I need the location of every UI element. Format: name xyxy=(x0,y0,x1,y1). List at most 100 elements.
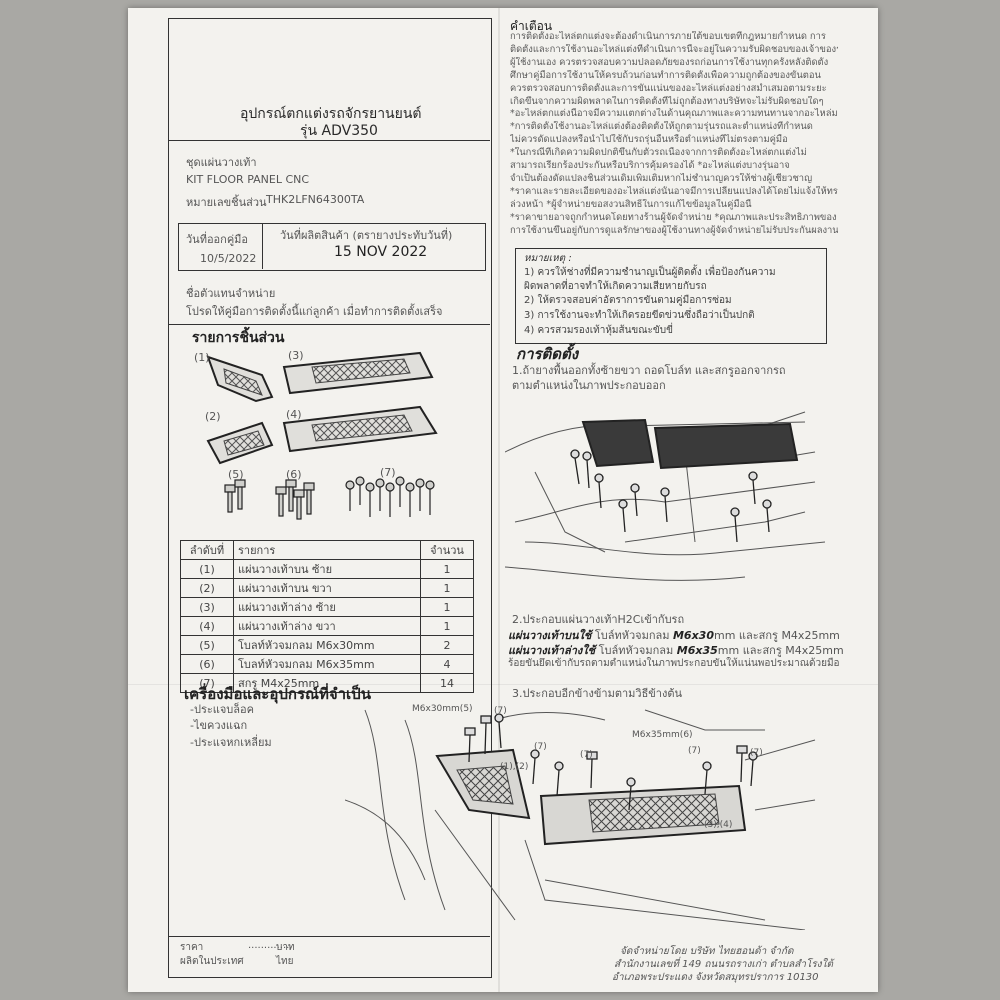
instruction-sheet xyxy=(128,8,878,992)
distributor-line: สำนักงานเลขที่ 149 ถนนรถรางเก่า ตำบลสำโร… xyxy=(614,959,833,970)
bolt-group-5 xyxy=(224,479,246,513)
step1-text: ตามตำแหน่งในภาพประกอบออก xyxy=(512,379,666,392)
screw-group-7 xyxy=(345,476,435,517)
step2-upper: แผ่นวางเท้าบนใช้ โบล์ทหัวจมกลม M6x30mm แ… xyxy=(508,626,840,644)
step2-lower-spec: M6x35 xyxy=(676,644,718,657)
row-qty: 1 xyxy=(420,578,474,598)
warning-line: เกิดขึ้นจากความผิดพลาดในการติดตั้งที่ไม่… xyxy=(510,95,824,107)
header-divider xyxy=(168,140,490,141)
warning-line: ติดตั้งและการใช้งานอะไหล่แต่งที่ดำเนินกา… xyxy=(510,43,838,55)
price-dots: .............. xyxy=(248,940,293,951)
row-no: (4) xyxy=(180,616,234,636)
product-title: อุปกรณ์ตกแต่งรถจักรยานยนต์ xyxy=(240,106,422,122)
dealer-divider xyxy=(168,324,490,325)
part-label-1: (1) xyxy=(194,351,210,364)
warning-line: การใช้งานขึ้นอยู่กับการดูแลรักษาของผู้ใช… xyxy=(510,224,838,236)
part-label-3: (3) xyxy=(288,349,304,362)
step2-upper-spec: M6x30 xyxy=(672,629,714,642)
row-item: แผ่นวางเท้าบน ขวา xyxy=(233,578,421,598)
notes-title: หมายเหตุ : xyxy=(524,253,572,264)
warning-line: ผู้ใช้งานเอง ควรตรวจสอบความปลอดภัยของรถก… xyxy=(510,56,829,68)
parts-section-title: รายการชิ้นส่วน xyxy=(192,330,285,346)
left-panel-border xyxy=(168,18,492,978)
note-item: 4) ควรสวมรองเท้าหุ้มส้นขณะขับขี่ xyxy=(524,325,673,336)
row-no: (1) xyxy=(180,559,234,579)
warning-line: *อะไหล่ตกแต่งนี้อาจมีความแตกต่างในด้านคุ… xyxy=(510,108,838,120)
warning-line: สามารถเรียกร้องประกันหรือบริการคุ้มครองไ… xyxy=(510,160,790,172)
row-item: แผ่นวางเท้าล่าง ขวา xyxy=(233,616,421,636)
kit-name: KIT FLOOR PANEL CNC xyxy=(186,173,310,186)
distributor-line: จัดจำหน่ายโดย บริษัท ไทยฮอนด้า จำกัด xyxy=(620,946,794,957)
tools-title: เครื่องมือและอุปกรณ์ที่จำเป็น xyxy=(184,685,371,703)
step2-text: 2.ประกอบแผ่นวางเท้าH2Cเข้ากับรถ xyxy=(512,613,685,626)
warning-line: ศึกษาคู่มือการใช้งานให้ครบถ้วนก่อนทำการต… xyxy=(510,69,821,81)
row-item: โบลท์หัวจมกลม M6x30mm xyxy=(233,635,421,655)
col-header-qty: จำนวน xyxy=(420,540,474,560)
row-no: (2) xyxy=(180,578,234,598)
date-box-divider xyxy=(262,223,263,269)
notes-box: หมายเหตุ : 1) ควรให้ช่างที่มีความชำนาญเป… xyxy=(515,248,827,344)
kit-label: ชุดแผ่นวางเท้า xyxy=(186,156,257,169)
distributor-line: อำเภอพระประแดง จังหวัดสมุทรปราการ 10130 xyxy=(612,972,819,983)
part-label-5: (5) xyxy=(228,468,244,481)
note-item: 1) ควรให้ช่างที่มีความชำนาญเป็นผู้ติดตั้… xyxy=(524,267,776,278)
row-qty: 1 xyxy=(420,616,474,636)
row-item: โบลท์หัวจมกลม M6x35mm xyxy=(233,654,421,674)
row-qty: 14 xyxy=(420,673,474,693)
part-label-2: (2) xyxy=(205,410,221,423)
dealer-note: โปรดให้คู่มือการติดตั้งนี้แก่ลูกค้า เมื่… xyxy=(186,305,443,318)
step2-upper-rest: โบล์ทหัวจมกลม xyxy=(594,629,670,642)
step2-lower-bold: แผ่นวางเท้าล่างใช้ xyxy=(508,644,596,657)
diagram-label-7: (7) xyxy=(688,746,701,756)
paper-fold-horizontal xyxy=(128,684,878,685)
dealer-label: ชื่อตัวแทนจำหน่าย xyxy=(186,287,276,300)
parts-illustration xyxy=(206,351,438,520)
part-number: THK2LFN64300TA xyxy=(266,193,365,206)
made-in-value: ไทย xyxy=(276,956,294,967)
step3-text: 3.ประกอบอีกข้างข้ามตามวิธีข้างต้น xyxy=(512,687,683,700)
warning-line: ล่วงหน้า *ผู้จำหน่ายขอสงวนสิทธิ์ในการแก้… xyxy=(510,198,752,210)
step2-diagram xyxy=(345,709,816,930)
note-item: ผิดพลาดที่อาจทำให้เกิดความเสียหายกับรถ xyxy=(524,281,707,292)
col-header-item: รายการ xyxy=(233,540,421,560)
production-date-stamp: 15 NOV 2022 xyxy=(334,244,428,260)
row-no: (6) xyxy=(180,654,234,674)
warning-line: *ราคาและรายละเอียดของอะไหล่แต่งนั้นอาจมี… xyxy=(510,185,838,197)
parts-table: ลำดับที่ รายการ จำนวน (1)แผ่นวางเท้าบน ซ… xyxy=(180,540,474,693)
bolt-group-6 xyxy=(275,479,315,520)
diagram-label-m6x35: M6x35mm(6) xyxy=(632,730,693,740)
floor-mat-left xyxy=(581,418,655,468)
step2-lower: แผ่นวางเท้าล่างใช้ โบล์ทหัวจมกลม M6x35mm… xyxy=(508,641,844,659)
diagram-label-7: (7) xyxy=(534,742,547,752)
warning-line: *ราคาขายอาจถูกกำหนดโดยทางร้านผู้จัดจำหน่… xyxy=(510,211,837,223)
note-item: 3) การใช้งานจะทำให้เกิดรอยขีดข่วนซึ่งถือ… xyxy=(524,310,755,321)
step2-lower-rest: โบล์ทหัวจมกลม xyxy=(598,644,674,657)
price-label: ราคา xyxy=(180,942,204,953)
diagram-label-3-4: (3),(4) xyxy=(704,820,733,830)
diagram-label-7: (7) xyxy=(580,750,593,760)
row-no: (3) xyxy=(180,597,234,617)
row-qty: 1 xyxy=(420,559,474,579)
note-item: 2) ให้ตรวจสอบค่าอัตราการขันตามคู่มือการซ… xyxy=(524,295,732,306)
footer-divider xyxy=(168,936,490,937)
warning-line: จำเป็นต้องดัดแปลงชิ้นส่วนเดิมเพิ่มเติมหา… xyxy=(510,172,813,184)
tool-item: -ไขควงแฉก xyxy=(190,719,248,732)
step1-diagram xyxy=(505,411,825,581)
part-label-6: (6) xyxy=(286,468,302,481)
tool-item: -ประแจบล็อค xyxy=(190,703,254,716)
part-label-7: (7) xyxy=(380,466,396,479)
row-item: แผ่นวางเท้าล่าง ซ้าย xyxy=(233,597,421,617)
part-number-label: หมายเลขชิ้นส่วน xyxy=(186,196,267,209)
warning-text: การติดตั้งอะไหล่ตกแต่งจะต้องดำเนินการภาย… xyxy=(510,31,838,238)
date-box xyxy=(178,223,486,271)
row-qty: 2 xyxy=(420,635,474,655)
warning-line: ไม่ควรดัดแปลงหรือนำไปใช้กับรถรุ่นอื่นหรื… xyxy=(510,134,788,146)
row-qty: 1 xyxy=(420,597,474,617)
production-date-label: วันที่ผลิตสินค้า (ตรายางประทับวันที่) xyxy=(280,229,453,242)
